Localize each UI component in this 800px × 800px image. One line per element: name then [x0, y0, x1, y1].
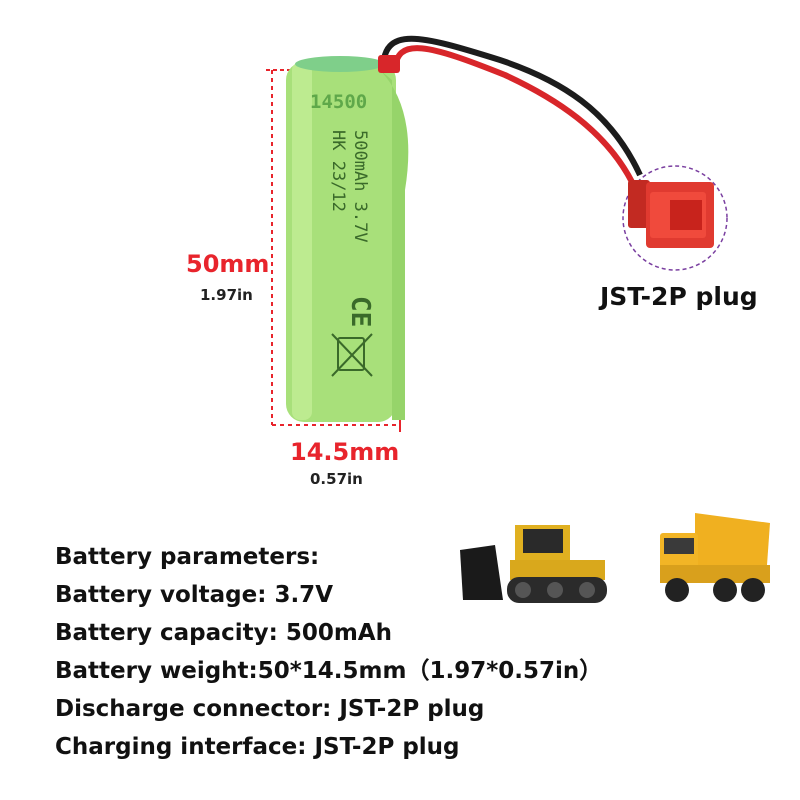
spec-voltage: Battery voltage: 3.7V [55, 582, 333, 608]
spec-capacity: Battery capacity: 500mAh [55, 620, 392, 646]
battery-model-text: 14500 [310, 91, 367, 113]
plug-label: JST-2P plug [600, 282, 758, 311]
battery-capacity-text: 500mAh 3.7V [350, 130, 370, 243]
height-mm-label: 50mm [186, 250, 270, 278]
jst-plug [628, 180, 714, 248]
red-wire [392, 45, 635, 184]
black-wire [380, 35, 643, 177]
bulldozer-image [460, 525, 607, 603]
specs-block: Battery parameters: Battery voltage: 3.7… [55, 538, 602, 766]
width-mm-label: 14.5mm [290, 438, 400, 466]
battery-cell [286, 55, 409, 422]
spec-discharge-connector: Discharge connector: JST-2P plug [55, 696, 485, 722]
recycle-bin-icon [331, 333, 373, 377]
spec-charging-interface: Charging interface: JST-2P plug [55, 734, 460, 760]
plug-highlight-circle [622, 165, 728, 271]
battery-illustration: 14500 500mAh 3.7V HK 23/12 CE [266, 35, 728, 432]
spec-weight: Battery weight:50*14.5mm（1.97*0.57in） [55, 658, 603, 684]
ce-mark: CE [345, 296, 375, 327]
spec-heading: Battery parameters: [55, 544, 320, 570]
battery-code-text: HK 23/12 [328, 130, 348, 212]
width-in-label: 0.57in [310, 470, 363, 488]
dump-truck-image [660, 513, 770, 602]
height-in-label: 1.97in [200, 286, 253, 304]
